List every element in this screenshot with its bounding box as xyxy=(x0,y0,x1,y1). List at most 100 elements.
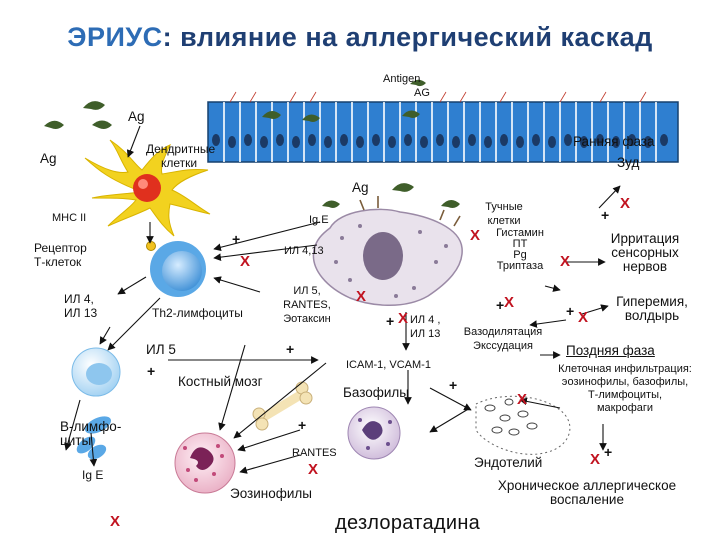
irritation-line-2: сенсорных xyxy=(611,245,679,260)
label-eosinophils: Эозинофилы xyxy=(230,486,312,501)
il5-line-3: Эотаксин xyxy=(283,313,331,325)
vaso-line-1: Вазодилятация xyxy=(463,326,543,338)
label-mhc: MHC II xyxy=(52,212,87,224)
label-il4-13-mid: ИЛ 4,13 xyxy=(284,245,324,257)
label-ag-caps: AG xyxy=(414,87,430,99)
dendritic-cell xyxy=(84,139,211,237)
block-mark: X xyxy=(110,513,121,530)
block-mark: X xyxy=(308,461,319,478)
il5-line-1: ИЛ 5, xyxy=(293,285,321,297)
label-endothelium: Эндотелий xyxy=(474,455,543,470)
antigen-icon xyxy=(410,79,426,87)
irritation-line-1: Ирритация xyxy=(610,231,680,246)
il5-line-2: RANTES, xyxy=(283,299,331,311)
label-ag-mid: Ag xyxy=(352,180,369,195)
il-right-line-1: ИЛ 4 , xyxy=(410,314,441,326)
bone-icon xyxy=(252,381,313,431)
label-t-cell-receptor: Рецептор Т-клеток xyxy=(34,241,87,269)
block-mark: X xyxy=(578,309,589,326)
il-right-line-2: ИЛ 13 xyxy=(410,328,441,340)
label-b-lymphocytes: В-лимфо- циты xyxy=(60,420,121,448)
label-hyperemia: Гиперемия, волдырь xyxy=(604,295,700,323)
block-mark: X xyxy=(398,310,409,327)
label-nerve-irritation: Ирритация сенсорных нервов xyxy=(595,232,695,274)
b-lymphocyte xyxy=(71,347,121,397)
plus-mark: + xyxy=(286,341,295,357)
plus-mark: + xyxy=(449,377,458,393)
label-th2: Th2-лимфоциты xyxy=(152,306,243,320)
label-ag-top: Ag xyxy=(128,109,145,124)
label-ag-left: Ag xyxy=(40,151,57,166)
antigen-particles xyxy=(44,79,460,208)
antigen-icon xyxy=(262,110,281,119)
infiltration-line-3: Т-лимфоциты, xyxy=(587,389,663,401)
infiltration-line-2: эозинофилы, базофилы, xyxy=(561,376,689,388)
b-lymph-line-1: В-лимфо- xyxy=(60,419,122,434)
label-cell-infiltration: Клеточная инфильтрация: эозинофилы, базо… xyxy=(540,363,710,415)
plus-mark: + xyxy=(386,313,395,329)
label-chronic-inflammation: Хроническое аллергическое воспаление xyxy=(484,479,690,507)
antigen-icon xyxy=(302,114,320,122)
page-title: ЭРИУС: влияние на аллергический каскад xyxy=(0,22,720,53)
block-mark: X xyxy=(240,253,251,270)
label-il5: ИЛ 5 xyxy=(146,342,176,357)
vaso-line-2: Экссудация xyxy=(473,340,533,352)
drug-name: дезлоратадина xyxy=(335,512,481,534)
antigen-icon xyxy=(92,120,112,129)
antigen-icon xyxy=(392,183,414,192)
label-il5-rantes-eotaxin: ИЛ 5, RANTES, Эотаксин xyxy=(272,284,342,326)
block-mark: X xyxy=(504,294,515,311)
label-itch: Зуд xyxy=(617,155,640,170)
mast-line-2: клетки xyxy=(487,215,521,227)
label-bone-marrow: Костный мозг xyxy=(178,374,263,389)
receptor-line-1: Рецептор xyxy=(34,241,87,255)
pathway-arrows xyxy=(64,125,621,474)
label-dendritic-cells: Дендритные клетки xyxy=(146,142,216,170)
label-late-phase: Поздняя фаза xyxy=(566,343,655,358)
infiltration-line-1: Клеточная инфильтрация: xyxy=(558,363,692,375)
label-icam-vcam: ICAM-1, VCAM-1 xyxy=(346,359,431,371)
block-mark: X xyxy=(470,227,481,244)
antigen-icon xyxy=(83,101,105,110)
block-mark: X xyxy=(356,288,367,305)
label-ig-e: Ig E xyxy=(82,468,104,482)
label-il4-il13-right: ИЛ 4 , ИЛ 13 xyxy=(410,313,440,341)
plus-mark: + xyxy=(147,363,156,379)
antigen-icon xyxy=(44,120,64,129)
b-lymph-line-2: циты xyxy=(60,433,92,448)
chronic-line-1: Хроническое аллергическое xyxy=(497,478,677,493)
block-mark: X xyxy=(620,195,631,212)
block-mark: X xyxy=(517,391,528,408)
mast-cell xyxy=(312,196,463,306)
plus-mark: + xyxy=(604,444,613,460)
plus-mark: + xyxy=(566,303,575,319)
label-ige-receptor: Ig.E xyxy=(309,214,329,226)
title-brand: ЭРИУС xyxy=(67,22,163,52)
antigen-icon xyxy=(402,110,420,118)
il-left-line-2: ИЛ 13 xyxy=(64,306,98,320)
irritation-line-3: нервов xyxy=(622,259,668,274)
dendritic-line-1: Дендритные xyxy=(146,142,216,156)
plasma-cell xyxy=(76,416,112,460)
plus-mark: + xyxy=(601,207,610,223)
mediator-histamine: Гистамин xyxy=(496,227,544,239)
plus-mark: + xyxy=(496,297,505,313)
basophil-cell xyxy=(347,406,401,460)
mast-line-1: Тучные xyxy=(485,201,523,213)
th2-lymphocyte xyxy=(150,241,206,297)
label-vasodilation: Вазодилятация Экссудация xyxy=(460,325,546,353)
label-basophils: Базофилы xyxy=(343,385,409,400)
endothelium-vessel xyxy=(475,395,571,455)
label-antigen: Antigen xyxy=(383,73,421,85)
receptor-line-2: Т-клеток xyxy=(34,255,82,269)
chronic-line-2: воспаление xyxy=(550,492,624,507)
block-mark: X xyxy=(590,451,601,468)
plus-mark: + xyxy=(232,231,241,247)
eosinophil-cell xyxy=(174,432,236,494)
mediator-pg: Pg xyxy=(513,249,527,261)
label-il4-il13-left: ИЛ 4, ИЛ 13 xyxy=(64,292,97,320)
title-text: : влияние на аллергический каскад xyxy=(162,22,653,52)
il-left-line-1: ИЛ 4, xyxy=(64,292,94,306)
infiltration-line-4: макрофаги xyxy=(596,402,654,414)
